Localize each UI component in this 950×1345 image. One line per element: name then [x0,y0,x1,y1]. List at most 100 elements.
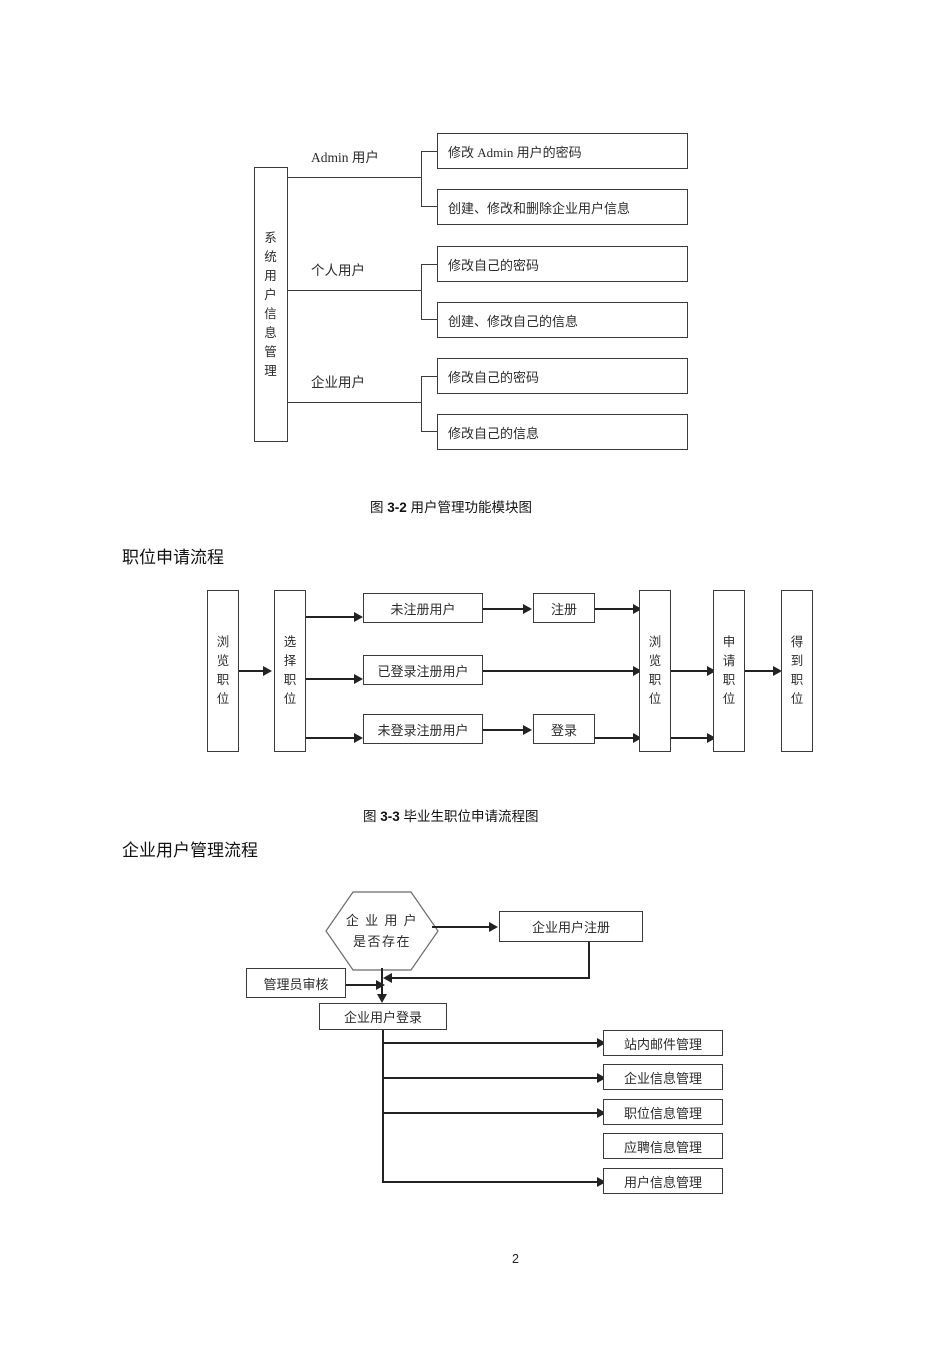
root-char: 理 [264,363,278,378]
flow-node-browse-jobs: 浏 览 职 位 [207,590,239,752]
flow-arrow-line-browse-to-select [239,670,265,673]
box-label: 管理员审核 [263,976,329,992]
node-char: 职 [790,673,804,687]
caption-text: 毕业生职位申请流程图 [399,809,539,824]
figure1-branch-fork-admin [421,151,423,207]
box-enterprise-user-register: 企业用户注册 [499,911,643,942]
branch-line-user-info-management [382,1181,599,1184]
box-user-info-management: 用户信息管理 [603,1168,723,1194]
figure1-root-box: 系 统 用 户 信 息 管 理 [254,167,288,442]
branch-arrow-user-info-management [597,1177,606,1187]
flow-arrow-head-browse2-to-apply [707,666,716,676]
flow-arrow-line-loggedin-to-browse2 [483,670,637,673]
flow-arrow-line-browse2-to-apply [671,670,709,673]
node-char: 择 [283,654,297,668]
node-label: 注册 [550,601,577,617]
flow-arrow-head-select-to-loggedin [354,674,363,684]
flow-arrow-line-notloggedin-to-login [483,729,525,732]
flow-arrow-line-register-to-browse2 [595,608,637,611]
box-label: 企业用户注册 [531,920,610,935]
box-label: 企业用户登录 [343,1010,422,1025]
flow-node-browse-jobs-2: 浏 览 职 位 [639,590,671,752]
node-label: 登录 [550,722,577,738]
caption-prefix: 图 [370,500,388,515]
node-char: 请 [722,654,736,668]
flow-arrow-line-apply-to-get [745,670,775,673]
flow-arrow-line-unreg-to-register [483,608,525,611]
figure1-leaf-personal-1: 修改自己的密码 [437,246,688,282]
branch-arrow-job-info-management [597,1108,606,1118]
node-char: 位 [283,692,297,706]
figure1-leaf-enterprise-2: 修改自己的信息 [437,414,688,450]
node-char: 职 [722,673,736,687]
caption-text: 用户管理功能模块图 [406,500,533,515]
flow-node-not-logged-in-registered-user: 未登录注册用户 [363,714,483,744]
decision-label: 企 业 用 户 是否存在 [325,891,439,971]
box-label: 企业信息管理 [623,1070,702,1086]
node-char: 选 [283,635,297,649]
node-char: 得 [790,635,804,649]
figure1-leaf-admin-2: 创建、修改和删除企业用户信息 [437,189,688,225]
figure1-leaf-enterprise-1: 修改自己的密码 [437,358,688,394]
node-char: 到 [790,654,804,668]
flow-arrow-line-select-to-loggedin [306,678,356,681]
hexagon-shape [325,891,439,971]
node-char: 览 [648,654,662,668]
flow-arrow-head-loggedin-to-browse2 [633,666,642,676]
figure1-branch-stub-personal-1 [421,264,438,266]
node-label: 已登录注册用户 [377,663,469,679]
node-char: 位 [722,692,736,706]
flow-node-logged-in-registered-user: 已登录注册用户 [363,655,483,685]
flow-arrow-head-browse2-to-apply-bottom [707,733,716,743]
branch-line-job-info-management [382,1112,599,1115]
figure1-caption: 图 3-2 用户管理功能模块图 [370,496,532,516]
figure1-branch-stub-admin-1 [421,151,438,153]
flow-node-apply-job: 申 请 职 位 [713,590,745,752]
arrow-line-register-back-left [392,977,590,980]
flow-arrow-head-register-to-browse2 [633,604,642,614]
node-label: 未登录注册用户 [377,722,469,738]
arrow-head-trunk-to-login [377,994,387,1003]
figure1-branch-label-personal: 个人用户 [311,263,365,278]
arrow-head-register-back-left [383,973,392,983]
leaf-label: 创建、修改自己的信息 [448,313,579,329]
branch-arrow-mail-management [597,1038,606,1048]
leaf-label: 修改 Admin 用户的密码 [448,144,582,160]
figure1-branch-line-enterprise [288,402,422,404]
arrow-line-register-down [588,942,591,979]
node-char: 职 [283,673,297,687]
leaf-label: 修改自己的信息 [448,425,540,441]
branch-line-mail-management [382,1042,599,1045]
decision-enterprise-user-exists: 企 业 用 户 是否存在 [325,891,439,971]
branch-arrow-enterprise-info-management [597,1073,606,1083]
box-admin-review: 管理员审核 [246,968,346,998]
figure1-leaf-personal-2: 创建、修改自己的信息 [437,302,688,338]
flow-arrow-line-select-to-notloggedin [306,737,356,740]
flow-arrow-line-browse2-to-apply-bottom [671,737,709,740]
figure1-leaf-admin-1: 修改 Admin 用户的密码 [437,133,688,169]
figure1-branch-line-admin [288,177,422,179]
caption-number: 3-3 [380,809,400,824]
root-char: 信 [264,306,278,321]
section2-heading: 职位申请流程 [122,548,224,567]
box-enterprise-info-management: 企业信息管理 [603,1064,723,1090]
node-char: 浏 [648,635,662,649]
root-char: 息 [264,325,278,340]
flow-arrow-head-browse-to-select [263,666,272,676]
root-char: 用 [264,268,278,283]
leaf-label: 修改自己的密码 [448,369,540,385]
box-enterprise-user-login: 企业用户登录 [319,1003,447,1030]
node-char: 位 [216,692,230,706]
root-char: 统 [264,249,278,264]
flow-arrow-line-select-to-unreg [306,616,356,619]
root-char: 户 [264,287,278,302]
box-label: 应聘信息管理 [623,1139,702,1155]
figure1-branch-label-enterprise: 企业用户 [311,375,365,390]
root-char: 系 [264,230,278,245]
node-char: 浏 [216,635,230,649]
node-char: 申 [722,635,736,649]
box-job-info-management: 职位信息管理 [603,1099,723,1125]
caption-number: 3-2 [387,500,407,515]
box-label: 用户信息管理 [623,1174,702,1190]
